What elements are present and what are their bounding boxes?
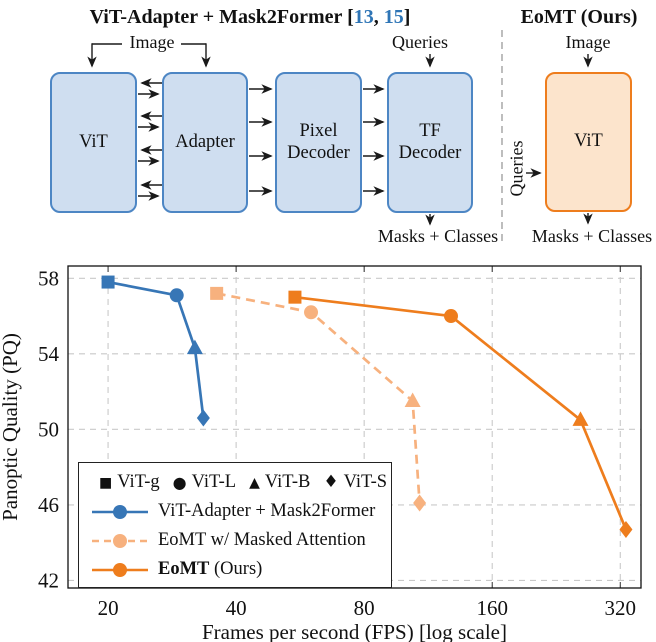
queries-label-left: Queries [392,32,448,52]
diagram-arrows [87,30,593,244]
svg-text:58: 58 [38,266,59,290]
svg-text:46: 46 [38,493,59,517]
right-diagram-title: EoMT (Ours) [520,6,638,28]
citation-separator: , [373,6,384,28]
svg-text:Frames per second (FPS) [log s: Frames per second (FPS) [log scale] [202,620,507,642]
legend-entry-eomt-masked: EoMT w/ Masked Attention [91,526,391,555]
legend-key-vit-l: ●ViT-L [173,472,236,493]
square-marker-icon: ■ [99,474,113,491]
left-title-main: ViT-Adapter + Mask2Former [89,6,343,28]
svg-text:42: 42 [38,568,59,592]
svg-text:40: 40 [226,596,247,620]
circle-marker-icon: ● [172,472,187,492]
svg-text:54: 54 [38,342,60,366]
legend-key-label: ViT-S [343,472,388,492]
legend-entry-label: ViT-Adapter + Mask2Former [158,501,376,521]
queries-label-right: Queries [506,140,527,197]
block-pixel-decoder: Pixel Decoder [275,72,362,213]
legend-marker-key-row: ■ViT-g ●ViT-L ▲ViT-B ♦ViT-S [91,468,391,497]
architecture-diagram: ViT-Adapter + Mask2Former [13, 15] EoMT … [0,0,656,250]
legend-entry-label: EoMT w/ Masked Attention [158,530,366,550]
legend-key-vit-b: ▲ViT-B [249,472,310,493]
legend-key-label: ViT-L [191,472,237,492]
citation-13: 13 [353,6,374,28]
citation-15: 15 [383,6,404,28]
left-title-bracket-close: ] [403,6,411,28]
block-vit: ViT [50,72,137,213]
legend-key-vit-s: ♦ViT-S [323,472,387,493]
legend-key-label: ViT-B [264,472,311,492]
image-label-right: Image [565,32,611,52]
left-diagram-title: ViT-Adapter + Mask2Former [13, 15] [0,6,500,29]
triangle-marker-icon: ▲ [249,474,260,491]
dashed-orange-line-sample-icon [92,533,148,548]
block-vit-eomt: ViT [545,72,632,212]
masks-classes-label-right: Masks + Classes [531,226,653,246]
diamond-marker-icon: ♦ [323,472,339,492]
svg-text:80: 80 [354,596,375,620]
svg-text:160: 160 [476,596,508,620]
orange-line-sample-icon [92,562,148,577]
svg-text:20: 20 [98,596,119,620]
svg-text:50: 50 [38,417,59,441]
svg-text:320: 320 [605,596,637,620]
image-label-left: Image [129,32,175,52]
left-title-bracket-open: [ [342,6,354,28]
block-adapter: Adapter [162,72,248,213]
legend-entry-eomt: EoMT (Ours) [91,555,391,584]
blue-line-sample-icon [92,504,148,519]
legend-entry-vit-adapter: ViT-Adapter + Mask2Former [91,497,391,526]
svg-text:Panoptic Quality (PQ): Panoptic Quality (PQ) [0,333,22,521]
legend-key-vit-g: ■ViT-g [99,472,160,493]
masks-classes-label-left: Masks + Classes [377,226,499,246]
legend-entry-label: EoMT (Ours) [158,559,263,579]
chart-legend: ■ViT-g ●ViT-L ▲ViT-B ♦ViT-S ViT-Adapter … [78,462,392,588]
legend-key-label: ViT-g [117,472,160,492]
block-tf-decoder: TF Decoder [387,72,473,213]
